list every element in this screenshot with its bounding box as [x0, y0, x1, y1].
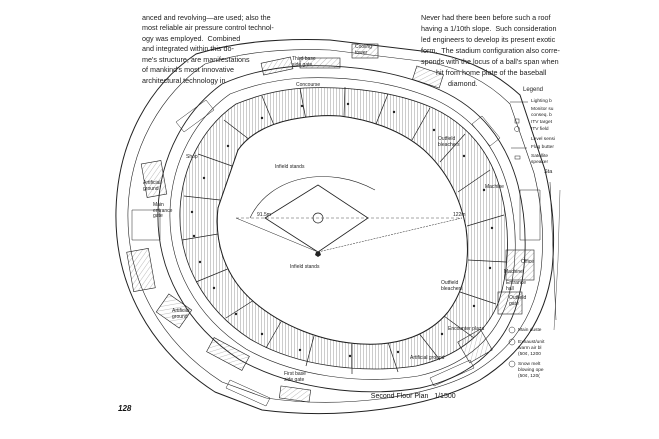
text-line: ogy was employed. Combined: [142, 34, 241, 43]
label-dimension-right: 122m: [453, 212, 466, 218]
legend-item: (50¢, 1200: [518, 352, 541, 357]
legend-section-tag: Sta: [544, 169, 553, 175]
label-artificial-ground: Artificial ground: [172, 308, 190, 320]
caption-title: Second Floor Plan: [370, 393, 429, 400]
legend-item: blowing ope: [518, 368, 544, 373]
label-artificial-ground: Artificial ground: [410, 355, 445, 361]
legend-item: Flag butter: [531, 145, 554, 150]
text-line: diamond.: [448, 79, 478, 88]
legend-item: Monitor su: [531, 107, 554, 112]
label-machine: Machine: [504, 269, 523, 275]
label-cooling-tower: Cooling tower: [355, 44, 372, 56]
text-line: anced and revolving—are used; also the: [142, 13, 271, 22]
text-line: architectural technology in: [142, 76, 226, 85]
label-shop: Shop: [186, 154, 198, 160]
label-outfield-bleachers: Outfield bleachers: [438, 136, 460, 148]
text-line: form. The stadium configuration also cor…: [421, 46, 560, 55]
text-line: of mankind's most innovative: [142, 65, 235, 74]
label-office: Office: [521, 259, 534, 265]
label-main-entrance-gate: Main entrance gate: [153, 202, 173, 219]
caption-scale: 1/1500: [434, 393, 456, 400]
label-third-base-side-gate: Third base side gate: [292, 56, 316, 68]
legend-item: Level sensi: [531, 137, 555, 142]
label-concourse: Concourse: [296, 82, 321, 88]
legend-item: Snow melt: [518, 362, 541, 367]
legend-item: warm air bl: [518, 346, 542, 351]
legend-item: speaker: [531, 160, 549, 165]
text-line: Never had there been before such a roof: [421, 13, 551, 22]
legend-item: ITV field: [531, 127, 549, 132]
legend-item: conseq. b: [531, 113, 552, 118]
legend-item: Exhaust/unit: [518, 340, 545, 345]
label-encounter-plaza: Encounter plaza: [448, 326, 485, 332]
page-number: 128: [118, 404, 132, 413]
label-infield-stands: Infield stands: [275, 164, 305, 170]
text-line: me's structure, are manifestations: [142, 55, 250, 64]
label-artificial-ground: Artificial ground: [143, 180, 161, 192]
legend-item: Satellite: [531, 154, 549, 159]
label-outfield-gate: Outfield gate: [509, 295, 527, 307]
label-infield-stands: Infield stands: [290, 264, 320, 270]
legend-item: (50¢, 120(: [518, 374, 540, 379]
legend-item: Lighting b: [531, 99, 552, 104]
legend-item: Main duste: [518, 328, 542, 333]
label-machine: Machine: [485, 184, 504, 190]
text-line: led engineers to develop its present exo…: [421, 35, 556, 44]
label-outfield-bleachers: Outfield bleachers: [441, 280, 463, 292]
text-line: most reliable air pressure control techn…: [142, 23, 274, 32]
label-first-base-side-gate: First base side gate: [284, 371, 306, 383]
legend-item: ITV target: [531, 120, 553, 125]
text-line: having a 1/10th slope. Such consideratio…: [421, 24, 557, 33]
label-dimension-left: 91.5m: [257, 212, 271, 218]
figure-caption: Second Floor Plan 1/1500: [363, 386, 456, 407]
legend-title: Legend: [523, 87, 544, 93]
label-entrance-hall: Entrance hall: [506, 280, 527, 292]
